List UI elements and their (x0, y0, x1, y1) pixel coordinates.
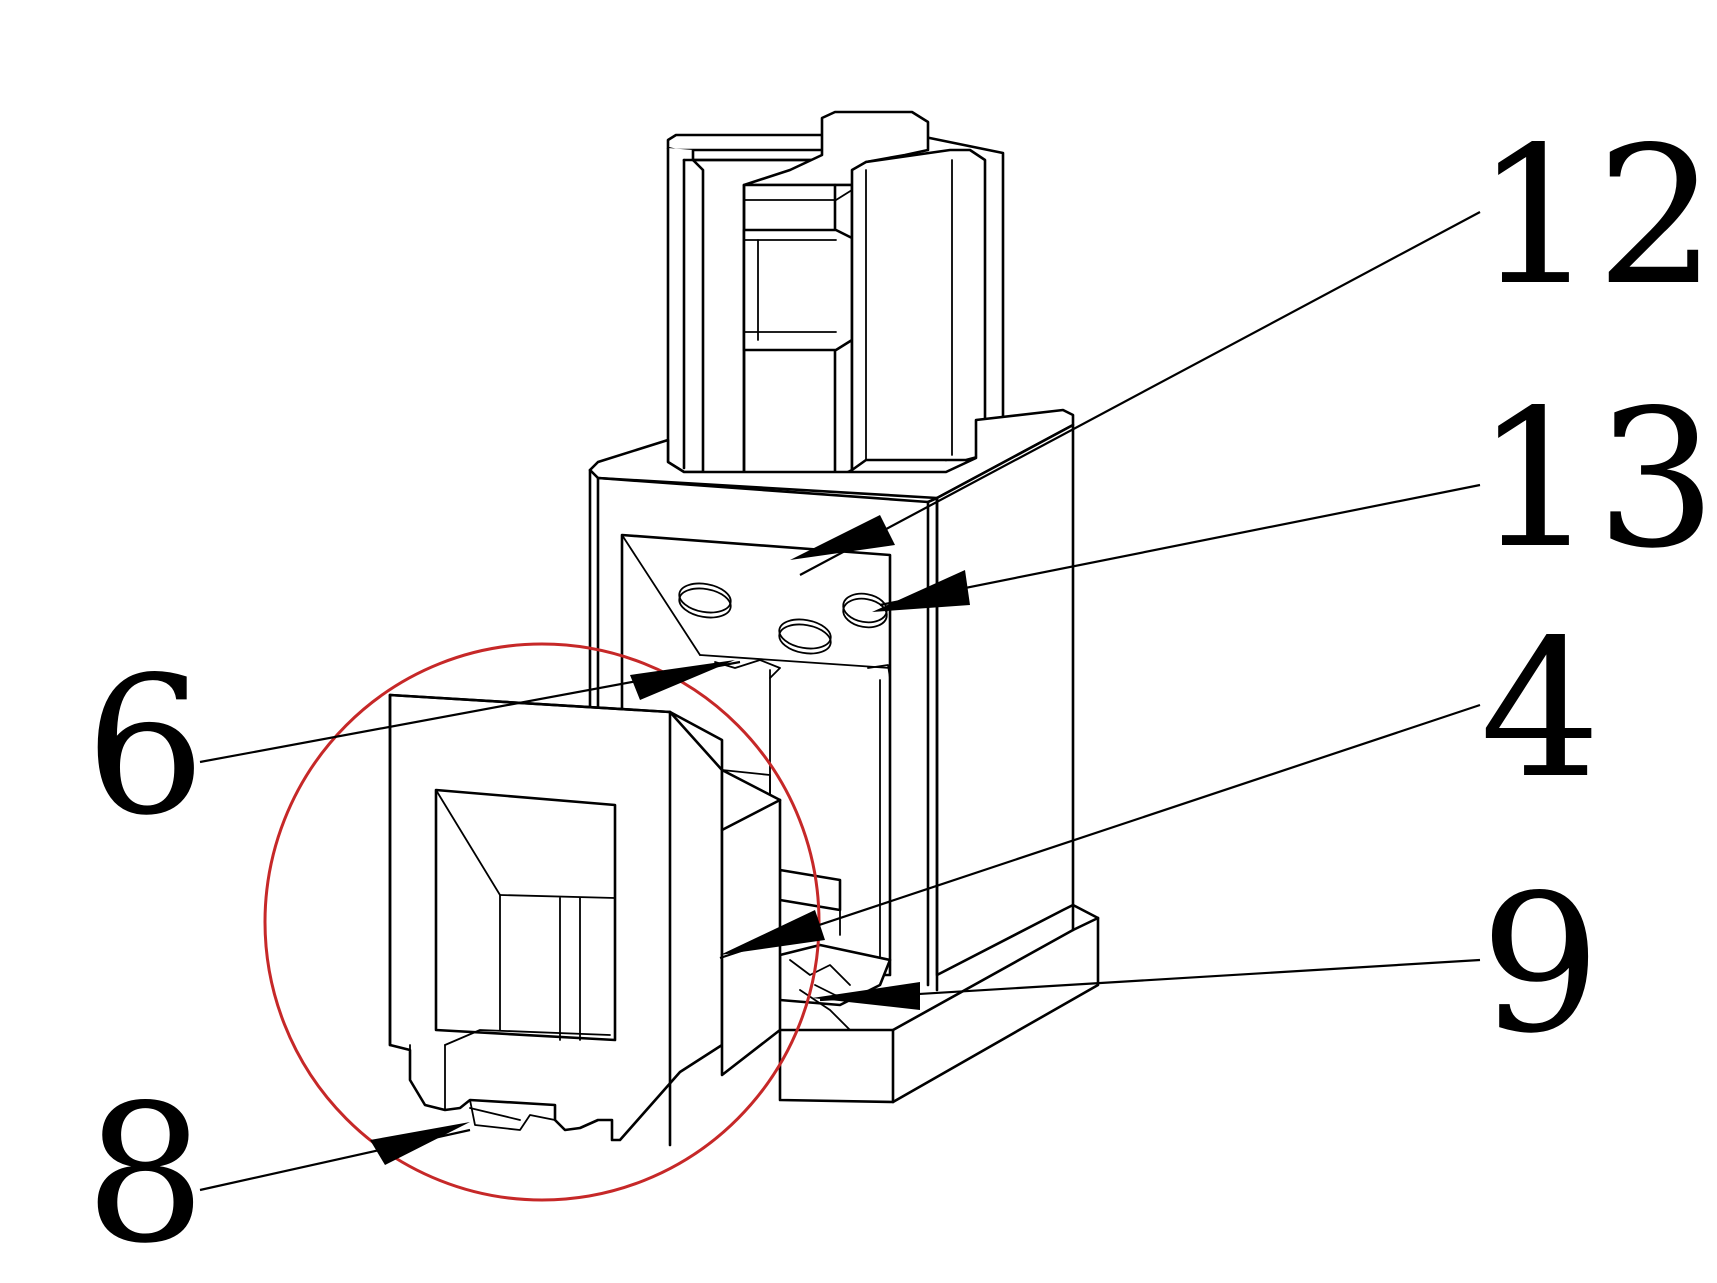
leader-6 (199, 660, 741, 764)
front-clip (388, 693, 782, 1147)
leader-9 (812, 958, 1481, 1010)
leader-13 (872, 483, 1481, 612)
callout-13: 13 (1475, 369, 1717, 590)
leader-4 (719, 703, 1481, 960)
callout-6: 6 (85, 636, 206, 857)
top-cap (666, 110, 1005, 480)
callout-8: 8 (85, 1064, 206, 1283)
leader-12 (790, 211, 1481, 576)
leader-8 (199, 1122, 471, 1192)
callout-4: 4 (1480, 599, 1601, 820)
main-body (588, 408, 1100, 1107)
callout-12: 12 (1475, 106, 1717, 327)
callout-9: 9 (1480, 854, 1601, 1075)
